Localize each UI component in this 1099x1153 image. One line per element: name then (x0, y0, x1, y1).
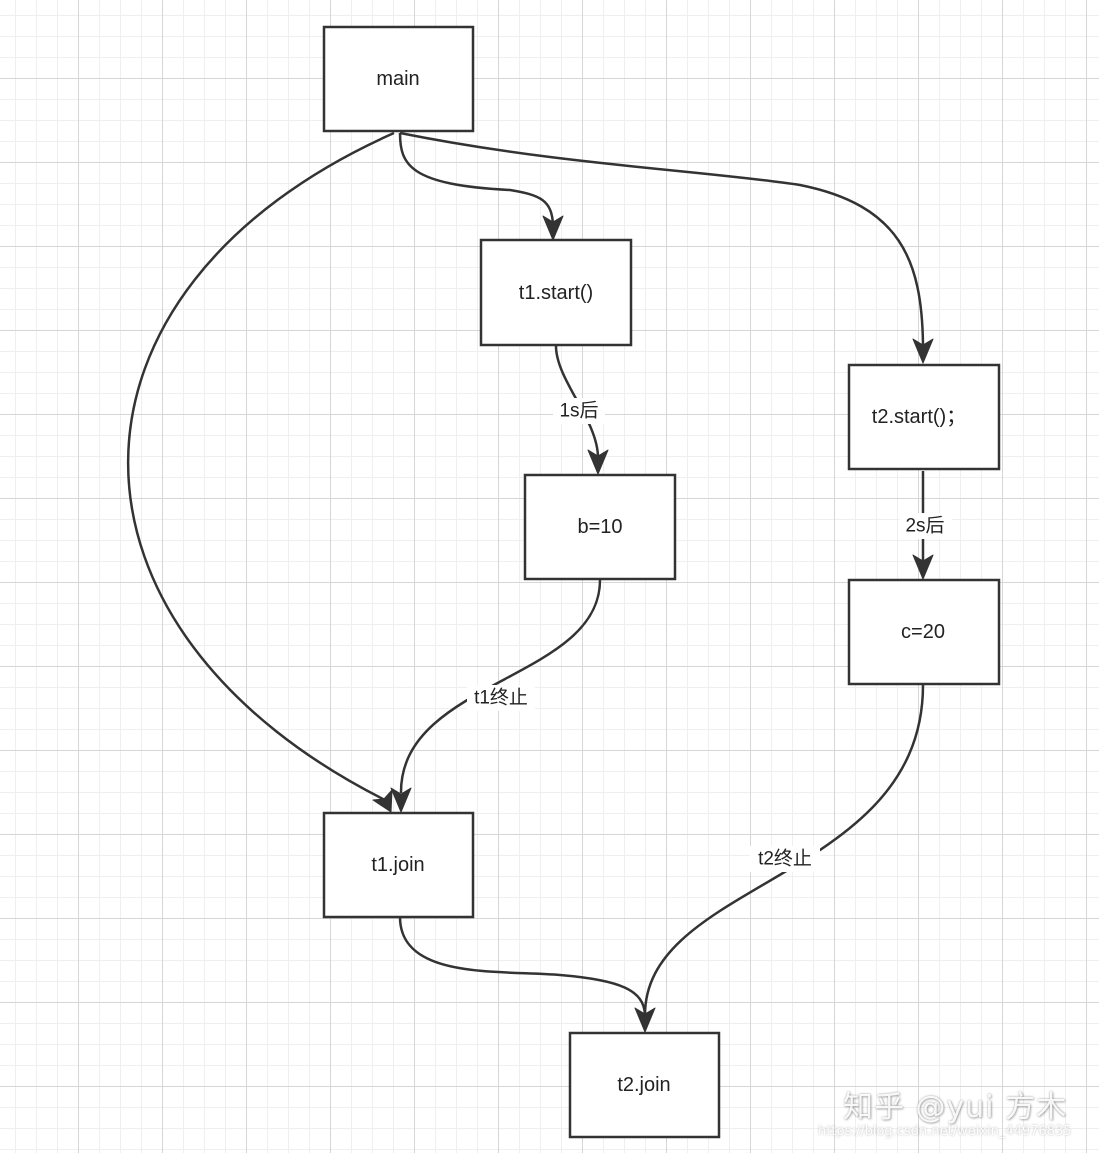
node-c20[interactable]: c=20 (847, 578, 1001, 686)
watermark-url: https://blog.csdn.net/weixin_44976835 (818, 1124, 1072, 1139)
svg-text:c=20: c=20 (901, 621, 945, 643)
edge-main-to-t1join (126, 131, 395, 813)
arrow-head (587, 449, 609, 475)
arrow-head (542, 215, 564, 241)
arrow-head (390, 787, 412, 813)
svg-text:t2终止: t2终止 (758, 848, 812, 870)
node-t1-start[interactable]: t1.start() (479, 238, 633, 347)
node-t1-join[interactable]: t1.join (322, 811, 475, 919)
node-t2-start[interactable]: t2.start()； (847, 363, 1001, 471)
node-b10[interactable]: b=10 (523, 473, 677, 581)
edge-main-to-t1start (398, 132, 564, 241)
edge-label-t2-end: t2终止 (750, 846, 820, 872)
edge-c20-to-t2join (643, 684, 925, 1016)
edge-label-t1-delay: 1s后 (553, 398, 605, 424)
edge-t1join-to-t2join (398, 916, 656, 1033)
svg-text:b=10: b=10 (577, 516, 622, 538)
edge-label-t2-delay: 2s后 (900, 513, 952, 539)
svg-text:t1.join: t1.join (371, 854, 424, 876)
svg-text:t2.join: t2.join (617, 1074, 670, 1096)
svg-text:main: main (376, 68, 419, 90)
arrow-head (372, 789, 393, 813)
arrow-head (912, 554, 934, 580)
node-t2-join[interactable]: t2.join (568, 1031, 721, 1139)
arrow-head (912, 338, 934, 364)
svg-text:t1.start(): t1.start() (519, 282, 593, 304)
svg-text:t2.start()；: t2.start()； (872, 406, 966, 428)
edge-b10-to-t1join (390, 579, 602, 813)
svg-text:1s后: 1s后 (559, 400, 598, 422)
watermark-brand: 知乎 @yui 方木 (843, 1090, 1068, 1125)
svg-text:2s后: 2s后 (905, 515, 944, 537)
edge-main-to-t2start (399, 131, 934, 364)
svg-text:t1终止: t1终止 (474, 687, 528, 709)
node-main[interactable]: main (322, 25, 475, 133)
edge-label-t1-end: t1终止 (467, 685, 535, 711)
